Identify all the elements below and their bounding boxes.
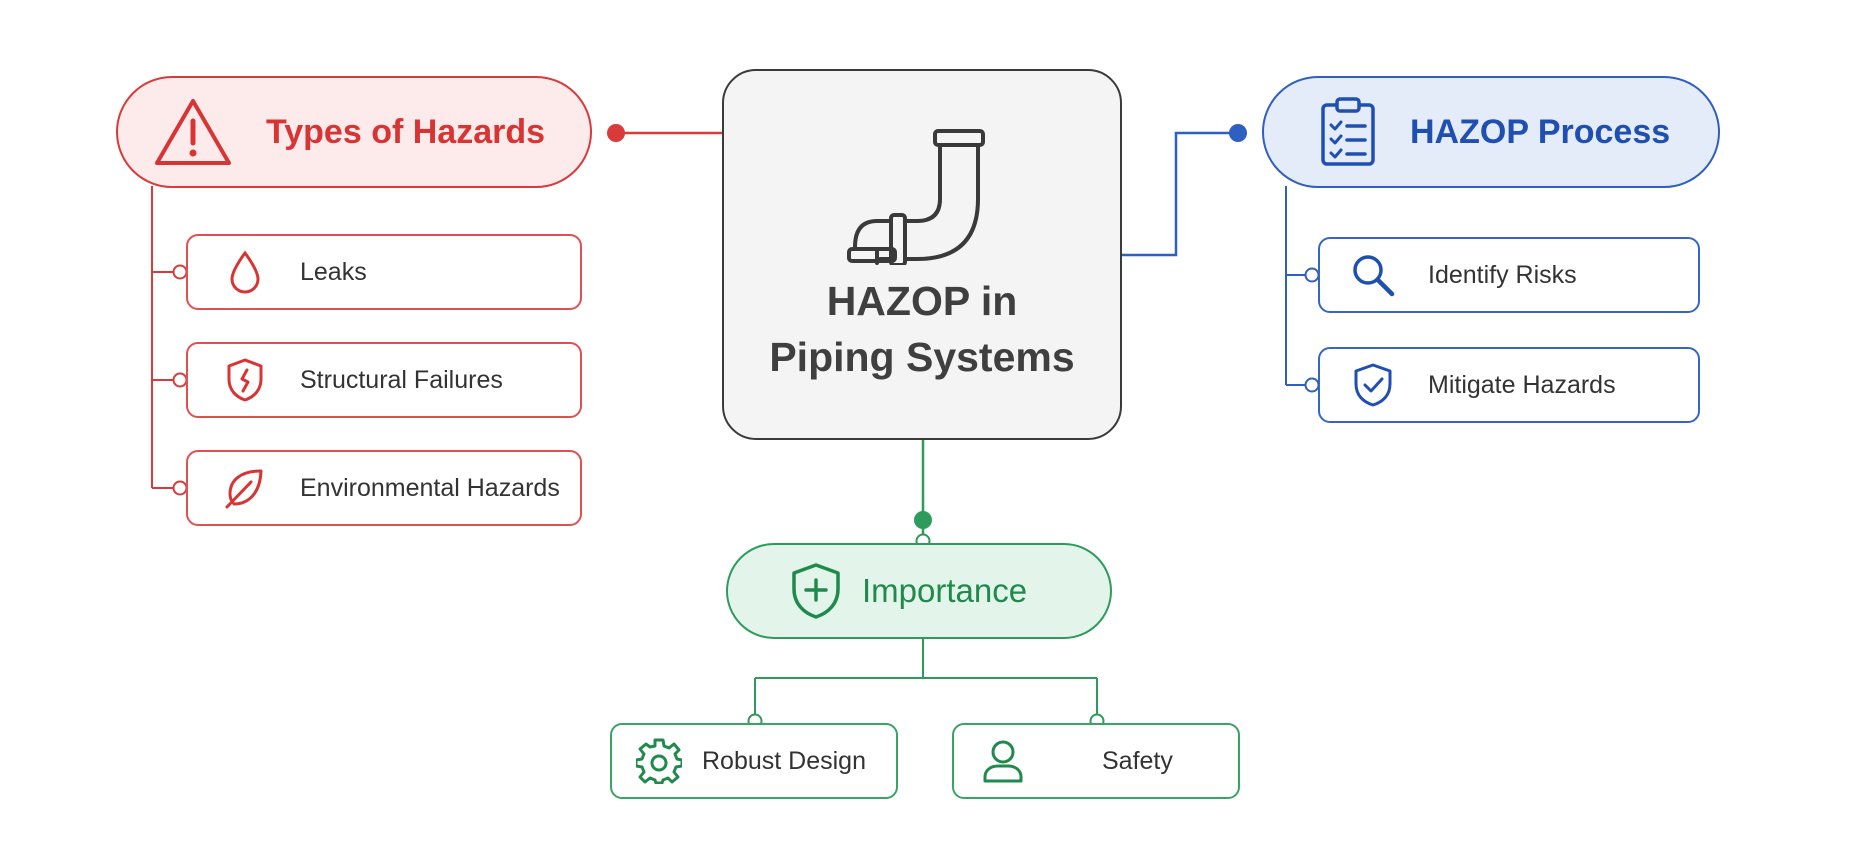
droplet-icon bbox=[214, 250, 276, 294]
pipe-icon bbox=[847, 125, 997, 265]
branch-importance[interactable]: Importance bbox=[726, 543, 1112, 639]
gear-icon bbox=[634, 738, 684, 784]
magnifier-icon bbox=[1342, 252, 1404, 298]
branch-label: HAZOP Process bbox=[1410, 112, 1671, 151]
shield-plus-icon bbox=[790, 562, 842, 620]
branch-label: Types of Hazards bbox=[266, 112, 546, 151]
leaf-mitigate-hazards[interactable]: Mitigate Hazards bbox=[1318, 347, 1700, 423]
warning-triangle-icon bbox=[154, 97, 232, 167]
central-title-line2: Piping Systems bbox=[769, 333, 1075, 380]
leaf-label: Identify Risks bbox=[1428, 260, 1577, 289]
leaf-structural-failures[interactable]: Structural Failures bbox=[186, 342, 582, 418]
leaf-label: Structural Failures bbox=[300, 365, 503, 394]
branch-label: Importance bbox=[862, 572, 1028, 609]
leaf-label: Safety bbox=[1102, 746, 1173, 775]
leaf-robust-design[interactable]: Robust Design bbox=[610, 723, 898, 799]
leaf-label: Leaks bbox=[300, 257, 367, 286]
leaf-leaks[interactable]: Leaks bbox=[186, 234, 582, 310]
clipboard-checklist-icon bbox=[1320, 97, 1376, 167]
shield-check-icon bbox=[1342, 362, 1404, 408]
leaf-identify-risks[interactable]: Identify Risks bbox=[1318, 237, 1700, 313]
person-icon bbox=[978, 739, 1028, 783]
leaf-label: Mitigate Hazards bbox=[1428, 370, 1616, 399]
central-title: HAZOP in Piping Systems bbox=[769, 273, 1074, 385]
branch-types-of-hazards[interactable]: Types of Hazards bbox=[116, 76, 592, 188]
cracked-shield-icon bbox=[214, 357, 276, 403]
leaf-label: Environmental Hazards bbox=[300, 473, 560, 502]
branch-hazop-process[interactable]: HAZOP Process bbox=[1262, 76, 1720, 188]
leaf-environmental-hazards[interactable]: Environmental Hazards bbox=[186, 450, 582, 526]
central-title-line1: HAZOP in bbox=[826, 277, 1018, 324]
leaf-icon bbox=[214, 466, 276, 510]
leaf-label: Robust Design bbox=[702, 746, 866, 775]
central-topic: HAZOP in Piping Systems bbox=[722, 69, 1122, 440]
leaf-safety[interactable]: Safety bbox=[952, 723, 1240, 799]
